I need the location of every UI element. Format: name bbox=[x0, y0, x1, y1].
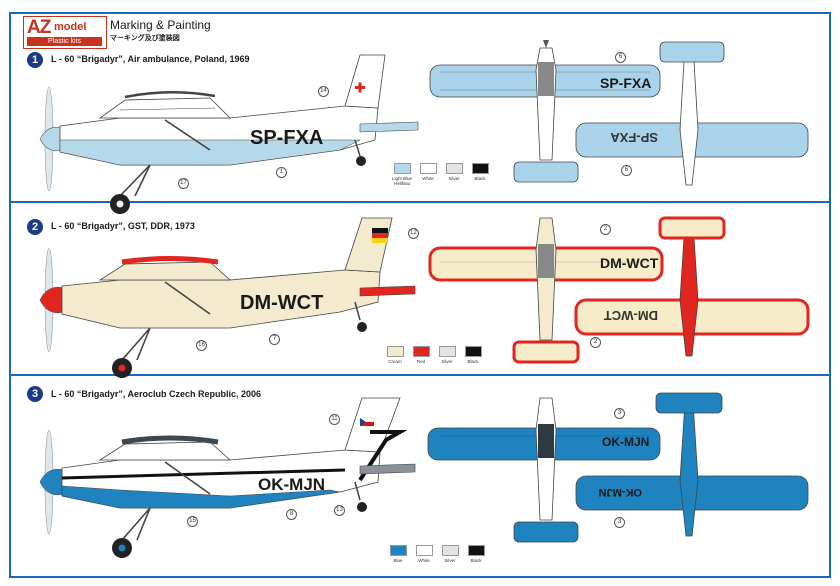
section-number-badge: 1 bbox=[27, 52, 43, 68]
callout-number: 3 bbox=[614, 408, 625, 419]
color-swatches: Cream Red Silver Black bbox=[385, 346, 483, 364]
section-number-badge: 2 bbox=[27, 219, 43, 235]
color-chip bbox=[419, 163, 437, 174]
callout-number: 14 bbox=[318, 86, 329, 97]
section-title: L - 60 “Brigadyr”, GST, DDR, 1973 bbox=[51, 221, 195, 231]
page-subtitle-jp: マーキング及び塗装図 bbox=[110, 35, 180, 42]
color-chip bbox=[445, 163, 463, 174]
page-title: Marking & Painting bbox=[110, 18, 211, 32]
swatch-label: Light Blue Hellblau bbox=[392, 176, 413, 186]
swatch-white: White bbox=[414, 545, 434, 563]
swatch-label: Cream bbox=[388, 359, 402, 364]
color-chip bbox=[471, 163, 489, 174]
color-chip bbox=[464, 346, 482, 357]
callout-number: 6 bbox=[621, 165, 632, 176]
swatch-blue: Blue bbox=[388, 545, 408, 563]
callout-number: 15 bbox=[187, 516, 198, 527]
swatch-silver: Silver bbox=[444, 163, 464, 186]
section-divider bbox=[11, 201, 829, 203]
callout-number: 1 bbox=[276, 167, 287, 178]
swatch-label: Black bbox=[470, 558, 482, 563]
callout-number: 16 bbox=[196, 340, 207, 351]
top-view-aircraft-1: SP-FXA bbox=[429, 40, 661, 183]
top-view-aircraft-2: DM-WCT bbox=[428, 217, 664, 364]
swatch-label: Black bbox=[474, 176, 486, 181]
registration-marking: OK-MJN bbox=[602, 435, 649, 449]
callout-number: 12 bbox=[408, 228, 419, 239]
top-view-aircraft-3: OK-MJN bbox=[427, 397, 661, 543]
registration-marking: OK-MJN bbox=[258, 475, 325, 494]
registration-marking-inverted: DM-WCT bbox=[604, 308, 658, 323]
section-title: L - 60 “Brigadyr”, Air ambulance, Poland… bbox=[51, 54, 250, 64]
color-swatches: Light Blue Hellblau White Silver Black bbox=[392, 163, 490, 186]
swatch-label: White bbox=[422, 176, 434, 181]
swatch-black: Black bbox=[466, 545, 486, 563]
callout-number: 3 bbox=[614, 517, 625, 528]
bottom-view-aircraft-1: SP-FXA bbox=[575, 41, 809, 186]
bottom-view-aircraft-2: DM-WCT bbox=[574, 216, 810, 357]
callout-number: 7 bbox=[269, 334, 280, 345]
registration-marking: DM-WCT bbox=[240, 292, 323, 314]
callout-number: 2 bbox=[590, 337, 601, 348]
swatch-label: Blue bbox=[393, 558, 403, 563]
swatch-light-blue: Light Blue Hellblau bbox=[392, 163, 412, 186]
registration-marking: DM-WCT bbox=[600, 255, 659, 271]
logo-main-text: AZ bbox=[27, 17, 51, 38]
callout-number: 6 bbox=[615, 52, 626, 63]
swatch-label: Silver bbox=[444, 558, 456, 563]
section-number-badge: 3 bbox=[27, 386, 43, 402]
callout-number: 8 bbox=[286, 509, 297, 520]
registration-marking-inverted: SP-FXA bbox=[610, 130, 658, 145]
registration-marking-inverted: OK-MJN bbox=[599, 486, 642, 498]
color-chip bbox=[412, 346, 430, 357]
callout-number: 11 bbox=[329, 414, 340, 425]
swatch-black: Black bbox=[463, 346, 483, 364]
color-swatches: Blue White Silver Black bbox=[388, 545, 486, 563]
swatch-black: Black bbox=[470, 163, 490, 186]
registration-marking: SP-FXA bbox=[250, 127, 323, 149]
swatch-label: Silver bbox=[448, 176, 460, 181]
swatch-silver: Silver bbox=[437, 346, 457, 364]
swatch-silver: Silver bbox=[440, 545, 460, 563]
swatch-label: Black bbox=[467, 359, 479, 364]
registration-marking: SP-FXA bbox=[600, 75, 651, 91]
bottom-view-aircraft-3: OK-MJN bbox=[575, 392, 809, 537]
swatch-cream: Cream bbox=[385, 346, 405, 364]
logo-model-text: model bbox=[54, 21, 87, 33]
color-chip bbox=[415, 545, 433, 556]
side-view-aircraft-2: DM-WCT bbox=[39, 217, 416, 378]
section-title: L - 60 “Brigadyr”, Aeroclub Czech Republ… bbox=[51, 389, 262, 399]
swatch-label: White bbox=[418, 558, 430, 563]
color-chip bbox=[467, 545, 485, 556]
page-frame bbox=[9, 12, 831, 578]
color-chip bbox=[386, 346, 404, 357]
section-divider bbox=[11, 374, 829, 376]
logo-tagline: Plastic kits bbox=[27, 37, 102, 46]
swatch-label: Red bbox=[416, 359, 426, 364]
swatch-red: Red bbox=[411, 346, 431, 364]
swatch-white: White bbox=[418, 163, 438, 186]
color-chip bbox=[441, 545, 459, 556]
side-view-aircraft-1: SP-FXA bbox=[39, 54, 419, 214]
callout-number: 2 bbox=[600, 224, 611, 235]
callout-number: 17 bbox=[178, 178, 189, 189]
swatch-label: Silver bbox=[441, 359, 453, 364]
callout-number: 13 bbox=[334, 505, 345, 516]
color-chip bbox=[389, 545, 407, 556]
side-view-aircraft-3: OK-MJN bbox=[39, 397, 416, 558]
brand-logo: AZ model Plastic kits bbox=[23, 16, 107, 49]
color-chip bbox=[393, 163, 411, 174]
color-chip bbox=[438, 346, 456, 357]
